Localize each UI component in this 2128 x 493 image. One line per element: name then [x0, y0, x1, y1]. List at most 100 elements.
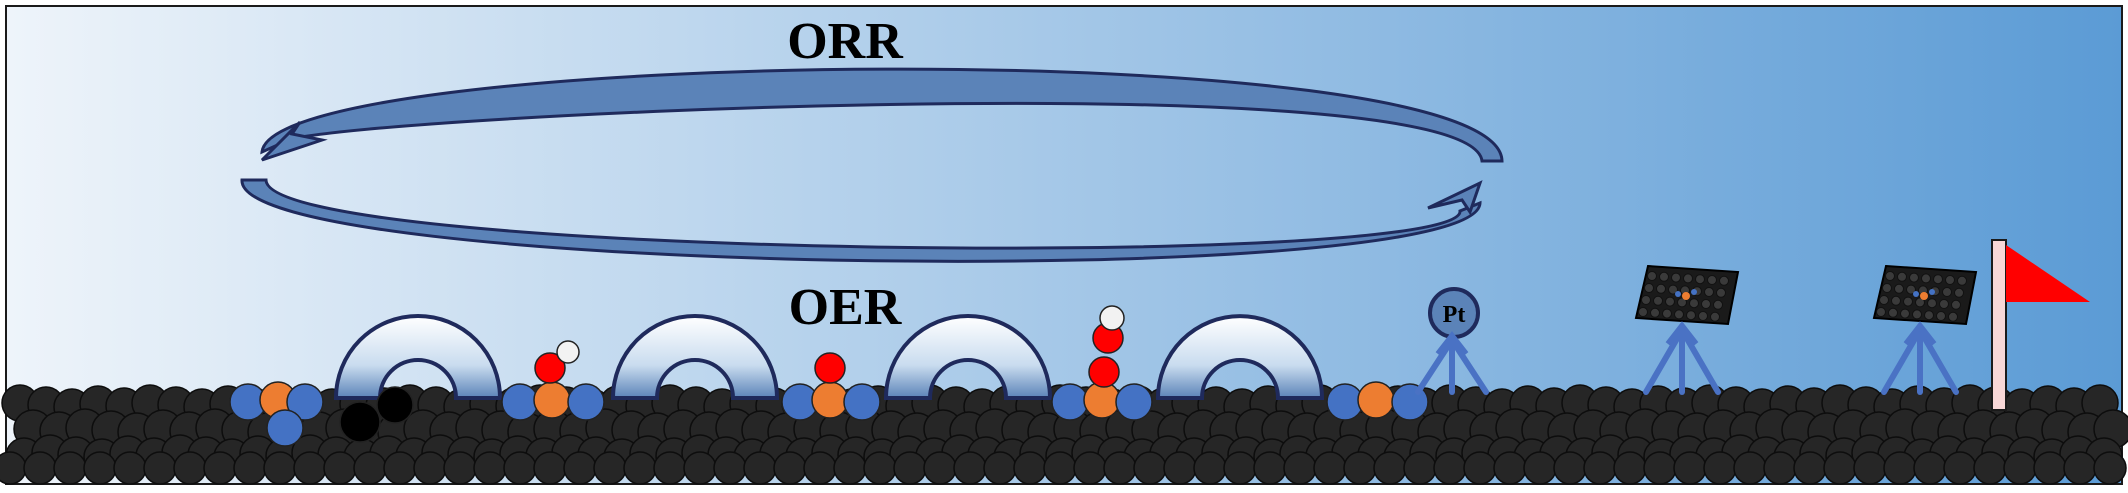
carbon-atom	[1463, 451, 1497, 485]
stand-arrowhead	[1903, 321, 1937, 346]
carbon-atom	[383, 451, 417, 485]
carbon-atom	[533, 451, 567, 485]
sheet-atom	[1954, 287, 1964, 298]
sheet-atom	[1707, 275, 1717, 285]
carbon-atom	[0, 451, 27, 485]
pt-label: Pt	[1443, 302, 1466, 328]
carbon-atom	[2063, 451, 2097, 485]
vacancy-atom	[339, 401, 381, 443]
carbon-atom	[1043, 451, 1077, 485]
carbon-atom	[263, 451, 297, 485]
stand-arrow	[1415, 337, 1455, 395]
carbon-atom	[473, 451, 507, 485]
carbon-atom	[413, 451, 447, 485]
sheet-atom	[1945, 275, 1955, 285]
sheet-atom	[1641, 295, 1651, 305]
carbon-atom	[743, 451, 777, 485]
carbon-atom	[53, 451, 87, 485]
oxygen-atom	[1088, 356, 1120, 388]
carbon-atom	[983, 451, 1017, 485]
carbon-atom	[1523, 451, 1557, 485]
carbon-atom	[1943, 451, 1977, 485]
oer-arrowhead-icon	[1427, 180, 1483, 216]
sheet-atom	[1888, 307, 1898, 318]
dome-icon	[1155, 314, 1325, 400]
sheet-atom	[1662, 308, 1672, 319]
carbon-atom	[653, 451, 687, 485]
progress-group: Pt	[1415, 239, 2090, 411]
carbon-atom	[803, 451, 837, 485]
sheet-atom	[1921, 273, 1931, 284]
flag-icon	[1991, 239, 2090, 411]
sheet-atom	[1897, 271, 1907, 282]
carbon-atom	[1493, 451, 1527, 485]
carbon-atom	[1223, 451, 1257, 485]
sheet-atom	[1933, 274, 1943, 285]
sheet-atom	[1638, 307, 1648, 317]
graphene-sheet-icon	[1872, 264, 1978, 326]
sheet-atom	[1716, 287, 1726, 298]
sheet-atom	[1677, 297, 1687, 308]
carbon-atom	[1073, 451, 1107, 485]
vacancy-atom	[376, 386, 414, 424]
sheet-atom	[1957, 275, 1967, 286]
carbon-atom	[563, 451, 597, 485]
nitrogen-atom	[843, 383, 881, 421]
carbon-atom	[1643, 451, 1677, 485]
carbon-atom	[1703, 451, 1737, 485]
carbon-atom	[1163, 451, 1197, 485]
sheet-atom	[1951, 299, 1961, 310]
dome-icon	[333, 314, 503, 400]
nitrogen-atom	[1115, 383, 1153, 421]
metal-atom	[533, 381, 571, 419]
stand-arrow	[1679, 327, 1721, 395]
carbon-atom	[1913, 451, 1947, 485]
sheet-atom	[1909, 272, 1919, 283]
carbon-atom	[1613, 451, 1647, 485]
carbon-atom	[293, 451, 327, 485]
oxygen-atom	[814, 352, 846, 384]
sheet-atom	[1704, 287, 1714, 297]
dome-icon	[883, 314, 1053, 400]
carbon-atom	[1193, 451, 1227, 485]
metal-atom	[1357, 381, 1395, 419]
sheet-nitrogen-atom	[1691, 289, 1697, 295]
carbon-atom	[1823, 451, 1857, 485]
stand-arrow	[1881, 327, 1923, 395]
sheet-atom	[1942, 287, 1952, 297]
sheet-atom	[1674, 309, 1684, 320]
nitrogen-atom	[266, 409, 304, 447]
stand-arrow	[1643, 327, 1685, 395]
stand-arrows	[1415, 321, 1959, 395]
stand-arrow	[1449, 337, 1489, 395]
sheet-atom	[1644, 283, 1654, 293]
sheet-nitrogen-atom	[1929, 289, 1935, 295]
nitrogen-atom	[286, 383, 324, 421]
carbon-atom	[23, 451, 57, 485]
carbon-atom	[953, 451, 987, 485]
carbon-atom	[1733, 451, 1767, 485]
carbon-atom	[173, 451, 207, 485]
carbon-atom	[2003, 451, 2037, 485]
nitrogen-atom	[1051, 383, 1089, 421]
carbon-atom	[893, 451, 927, 485]
sheet-atom	[1659, 271, 1669, 282]
carbon-atom	[353, 451, 387, 485]
carbon-atom	[683, 451, 717, 485]
carbon-atom	[1673, 451, 1707, 485]
sheet-nitrogen-atom	[1913, 291, 1919, 297]
oxygen-atom	[534, 352, 566, 384]
sheet-atom	[1927, 298, 1937, 309]
oer-label: OER	[789, 279, 903, 336]
sheet-atom	[1882, 283, 1892, 293]
sheet-atom	[1656, 283, 1666, 294]
sheet-atom	[1650, 307, 1660, 318]
carbon-atom	[1313, 451, 1347, 485]
orr-arrow-icon	[260, 67, 1504, 163]
carbon-atom	[1343, 451, 1377, 485]
sheet-atom	[1915, 297, 1925, 308]
carbon-atom	[1853, 451, 1887, 485]
carbon-atom	[2093, 451, 2127, 485]
carbon-atom	[203, 451, 237, 485]
